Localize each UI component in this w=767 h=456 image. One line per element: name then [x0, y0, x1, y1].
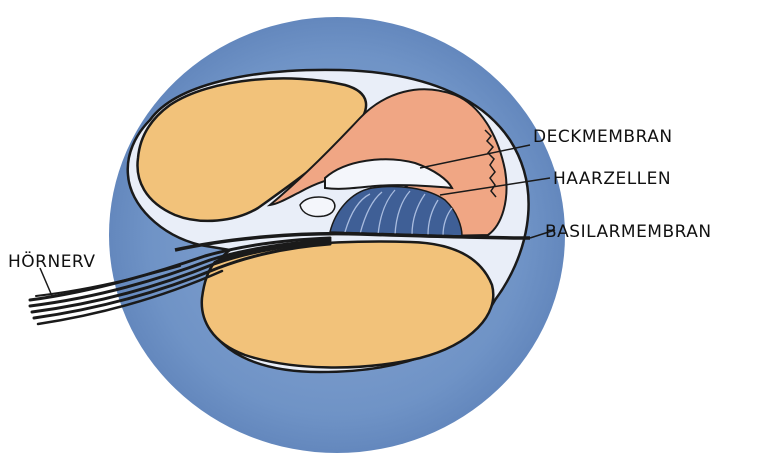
- label-basilarmembran: BASILARMEMBRAN: [545, 222, 712, 242]
- sulcus-blob: [300, 197, 335, 216]
- label-hoernerv: HÖRNERV: [8, 250, 95, 272]
- hoernerv-leader: [40, 268, 52, 296]
- label-haarzellen: HAARZELLEN: [553, 169, 671, 189]
- lower-orange-region: [202, 242, 493, 368]
- label-deckmembran: DECKMEMBRAN: [533, 127, 673, 147]
